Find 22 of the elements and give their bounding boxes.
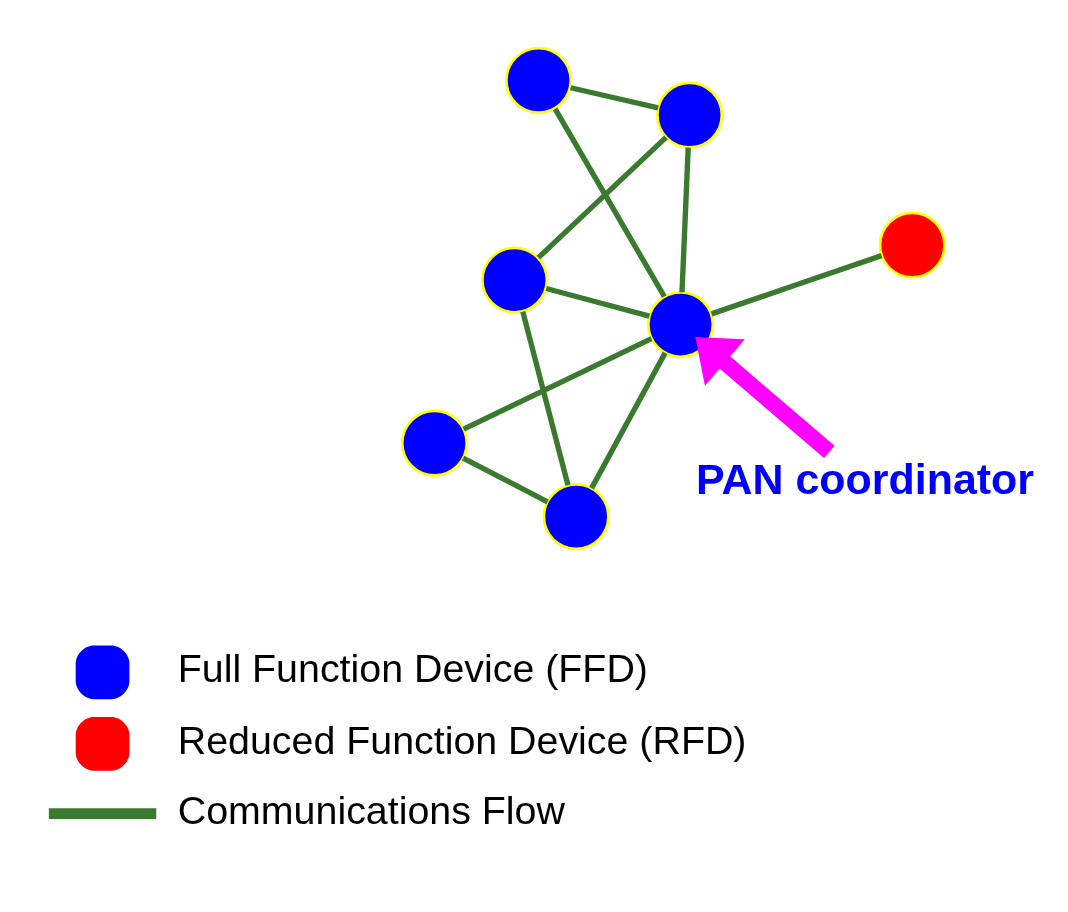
node-circle (647, 290, 715, 359)
node-circle (400, 409, 469, 477)
node-circle (656, 81, 724, 149)
connector (570, 85, 659, 111)
node-circle (505, 46, 573, 114)
node-circle (878, 211, 946, 279)
legend-label: Reduced Function Device (RFD) (177, 717, 747, 762)
node-circle (542, 483, 610, 551)
connector (710, 253, 883, 317)
legend-label: Full Function Device (FFD) (177, 646, 648, 691)
connector (520, 310, 571, 486)
connector (462, 336, 653, 432)
connector (545, 285, 651, 319)
connector (536, 135, 668, 260)
connector (589, 351, 668, 490)
arrow (695, 337, 835, 459)
node-circle (481, 246, 549, 314)
connector (461, 455, 549, 505)
connector (679, 147, 691, 293)
legend-label: Communications Flow (177, 787, 565, 832)
connector (552, 107, 667, 298)
node-text: PAN coordinator (696, 454, 1035, 503)
